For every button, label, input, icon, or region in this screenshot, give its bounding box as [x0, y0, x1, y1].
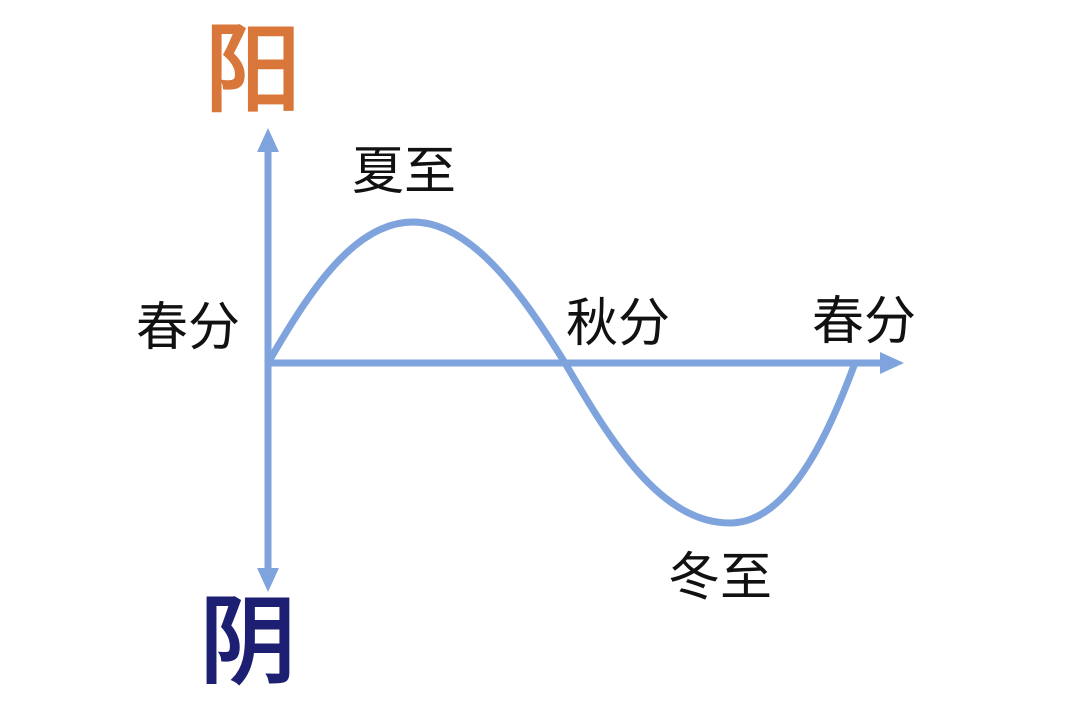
yin-label: 阴 — [200, 585, 296, 698]
right-arrow-icon — [880, 352, 904, 374]
spring-equinox-end-label: 春分 — [812, 292, 917, 352]
summer-solstice-label: 夏至 — [352, 142, 457, 202]
winter-solstice-label: 冬至 — [668, 548, 773, 608]
autumn-equinox-label: 秋分 — [566, 294, 671, 354]
spring-equinox-start-label: 春分 — [136, 298, 241, 358]
up-arrow-icon — [257, 128, 279, 152]
seasonal-curve — [264, 218, 859, 527]
yang-label: 阳 — [205, 13, 301, 126]
down-arrow-icon — [257, 568, 279, 592]
